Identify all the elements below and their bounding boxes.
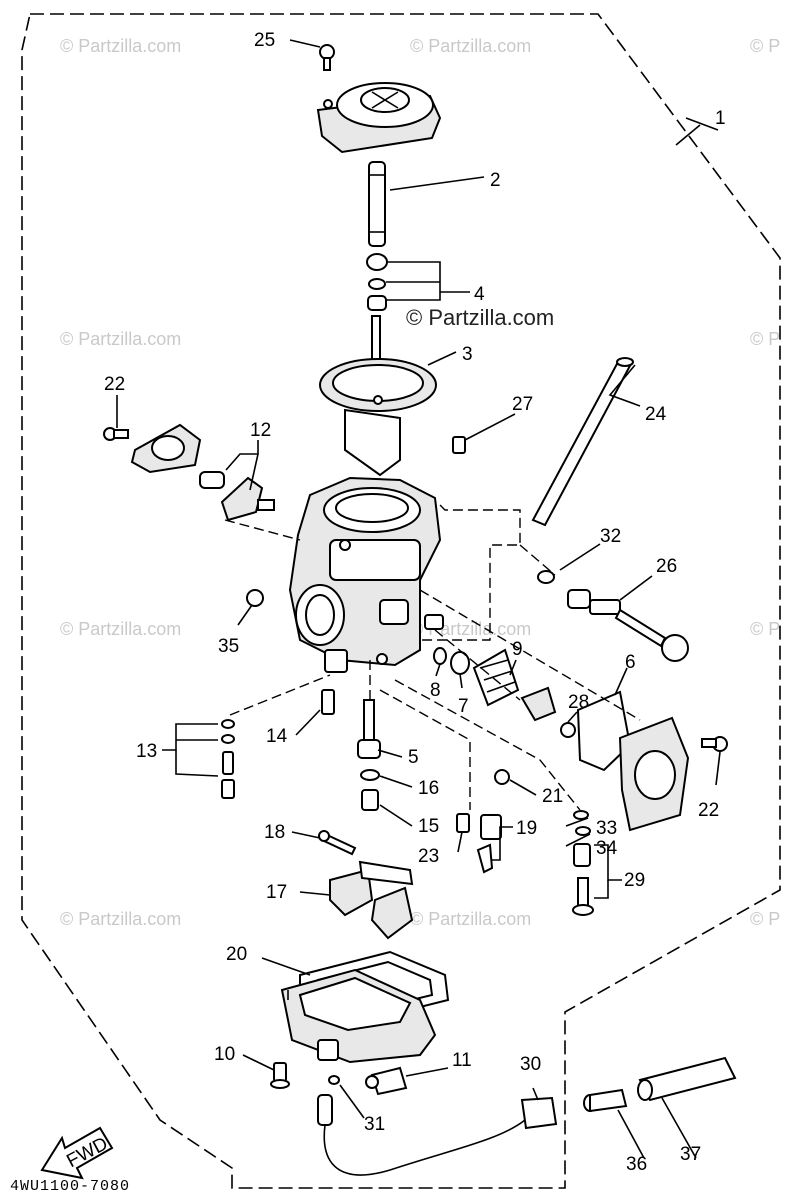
callout-34[interactable]: 34	[596, 838, 618, 859]
part-29-screw-spring[interactable]	[572, 843, 594, 916]
callout-12[interactable]: 12	[250, 420, 271, 441]
watermark-top-center: © Partzilla.com	[410, 36, 531, 56]
watermark-upper-left: © Partzilla.com	[60, 329, 181, 349]
part-24-tube[interactable]	[531, 357, 634, 527]
callout-23[interactable]: 23	[418, 846, 439, 867]
callout-21[interactable]: 21	[542, 786, 563, 807]
part-10-screw[interactable]	[270, 1062, 290, 1089]
watermark-main: © Partzilla.com	[406, 305, 554, 330]
callout-13[interactable]: 13	[136, 741, 157, 762]
callout-7[interactable]: 7	[458, 696, 469, 717]
callout-15[interactable]: 15	[418, 816, 439, 837]
part-21-float[interactable]	[494, 769, 510, 785]
part-16-washer[interactable]	[360, 769, 380, 781]
watermark-top-right: © P	[750, 36, 780, 56]
callout-20[interactable]: 20	[226, 944, 247, 965]
callout-26[interactable]: 26	[656, 556, 677, 577]
part-22-screw-right[interactable]	[701, 736, 728, 752]
diagram-code: 4WU1100-7080	[10, 1178, 130, 1195]
part-34-washer[interactable]	[575, 826, 591, 836]
part-2-spring[interactable]	[368, 161, 386, 247]
part-6-gasket[interactable]	[576, 690, 632, 772]
callout-30[interactable]: 30	[520, 1054, 541, 1075]
watermark-mid-right: © P	[750, 619, 780, 639]
callout-labels: 1 2 3 4 5 6 7 8 9 10 11 12 13 14 15 16 1…	[104, 30, 726, 1175]
callout-5[interactable]: 5	[408, 747, 419, 768]
connection-lines	[224, 504, 641, 811]
part-8-washer[interactable]	[433, 647, 447, 665]
callout-9[interactable]: 9	[512, 639, 523, 660]
callout-18[interactable]: 18	[264, 822, 285, 843]
part-35-nut[interactable]	[246, 589, 264, 607]
callout-4[interactable]: 4	[474, 284, 485, 305]
callout-3[interactable]: 3	[462, 344, 473, 365]
part-3-piston-valve[interactable]	[319, 358, 437, 477]
part-32-o-ring[interactable]	[537, 570, 555, 584]
fwd-arrow-icon: FWD	[40, 1126, 114, 1180]
callout-31[interactable]: 31	[364, 1114, 385, 1135]
callout-29[interactable]: 29	[624, 870, 645, 891]
callout-35[interactable]: 35	[218, 636, 239, 657]
callout-33[interactable]: 33	[596, 818, 617, 839]
callout-25[interactable]: 25	[254, 30, 275, 51]
part-19-needle-valve[interactable]	[476, 814, 502, 874]
watermark-lower-left: © Partzilla.com	[60, 909, 181, 929]
part-4-needle-set[interactable]	[366, 253, 388, 377]
callout-16[interactable]: 16	[418, 778, 439, 799]
part-carburetor-body[interactable]	[288, 476, 444, 673]
watermark-mid-left: © Partzilla.com	[60, 619, 181, 639]
watermark-upper-right: © P	[750, 329, 780, 349]
part-7-o-ring[interactable]	[450, 651, 470, 675]
callout-10[interactable]: 10	[214, 1044, 235, 1065]
callout-24[interactable]: 24	[645, 404, 667, 425]
part-23-pilot-jet[interactable]	[456, 813, 470, 833]
callout-1[interactable]: 1	[715, 108, 726, 129]
watermark-top-left: © Partzilla.com	[60, 36, 181, 56]
callout-14[interactable]: 14	[266, 726, 288, 747]
part-17-float[interactable]	[329, 860, 414, 940]
callout-32[interactable]: 32	[600, 526, 621, 547]
part-side-cover[interactable]	[618, 716, 690, 832]
part-27-jet[interactable]	[452, 436, 466, 454]
part-float-chamber[interactable]	[280, 968, 437, 1064]
part-9-spring[interactable]	[472, 648, 520, 707]
callout-6[interactable]: 6	[625, 652, 636, 673]
part-33-o-ring[interactable]	[573, 810, 589, 820]
callout-22-right[interactable]: 22	[698, 800, 719, 821]
part-37-hose[interactable]	[637, 1056, 737, 1102]
part-13-pilot-screw-set[interactable]	[221, 719, 235, 799]
part-11-drain-screw[interactable]	[365, 1066, 408, 1096]
part-bracket[interactable]	[520, 686, 557, 722]
callout-22-left[interactable]: 22	[104, 374, 125, 395]
callout-28[interactable]: 28	[568, 692, 589, 713]
callout-17[interactable]: 17	[266, 882, 287, 903]
callout-36[interactable]: 36	[626, 1154, 647, 1175]
callout-37[interactable]: 37	[680, 1144, 701, 1165]
watermark-lower-center: © Partzilla.com	[410, 909, 531, 929]
assembly-boundary	[21, 13, 781, 1189]
part-12-coasting-enricher[interactable]	[199, 471, 275, 522]
part-28-screw[interactable]	[560, 722, 576, 738]
watermark-lower-right: © P	[750, 909, 780, 929]
callout-27[interactable]: 27	[512, 394, 533, 415]
part-top-cover[interactable]	[316, 82, 442, 154]
leader-lines	[116, 39, 721, 1159]
part-30-drain-hose[interactable]	[317, 1094, 558, 1176]
callout-8[interactable]: 8	[430, 680, 441, 701]
part-15-main-jet[interactable]	[361, 789, 379, 811]
part-31-clip[interactable]	[328, 1075, 340, 1085]
callout-19[interactable]: 19	[516, 818, 537, 839]
part-14-jet[interactable]	[321, 689, 335, 715]
part-cover-left[interactable]	[130, 423, 202, 474]
callout-2[interactable]: 2	[490, 170, 501, 191]
part-26-throttle-stop-screw[interactable]	[567, 589, 689, 662]
part-18-pin[interactable]	[318, 830, 357, 856]
part-5-needle-jet[interactable]	[357, 699, 381, 759]
part-25-screw[interactable]	[319, 44, 335, 71]
part-36-joint[interactable]	[583, 1088, 628, 1113]
callout-11[interactable]: 11	[452, 1050, 472, 1071]
part-22-screw-left[interactable]	[103, 427, 129, 441]
